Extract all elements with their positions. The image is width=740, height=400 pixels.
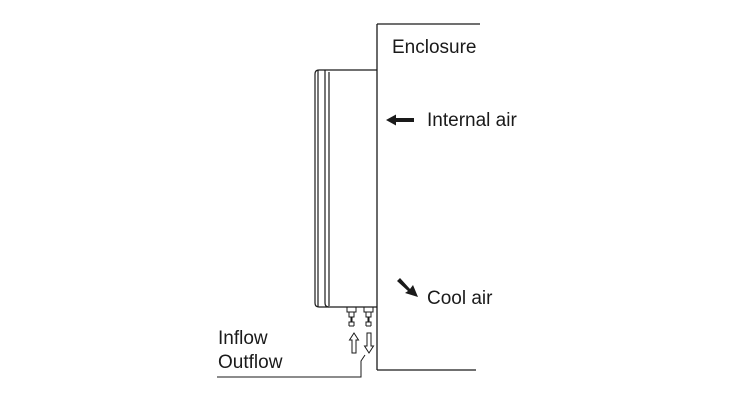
cool-air-label: Cool air: [427, 288, 493, 309]
enclosure-label: Enclosure: [392, 37, 477, 58]
cooling-unit: [314, 69, 377, 308]
enclosure-wall: [376, 23, 480, 371]
internal-air-arrow-icon: [386, 114, 414, 126]
hose-leader-line: [217, 354, 366, 378]
cool-air-arrow-icon: [397, 278, 418, 297]
inflow-arrow-icon: [348, 332, 360, 354]
internal-air-label: Internal air: [427, 110, 517, 131]
outflow-arrow-icon: [363, 332, 375, 354]
inflow-label: Inflow: [218, 328, 268, 349]
hose-connectors: [346, 306, 374, 327]
outflow-label: Outflow: [218, 352, 283, 373]
